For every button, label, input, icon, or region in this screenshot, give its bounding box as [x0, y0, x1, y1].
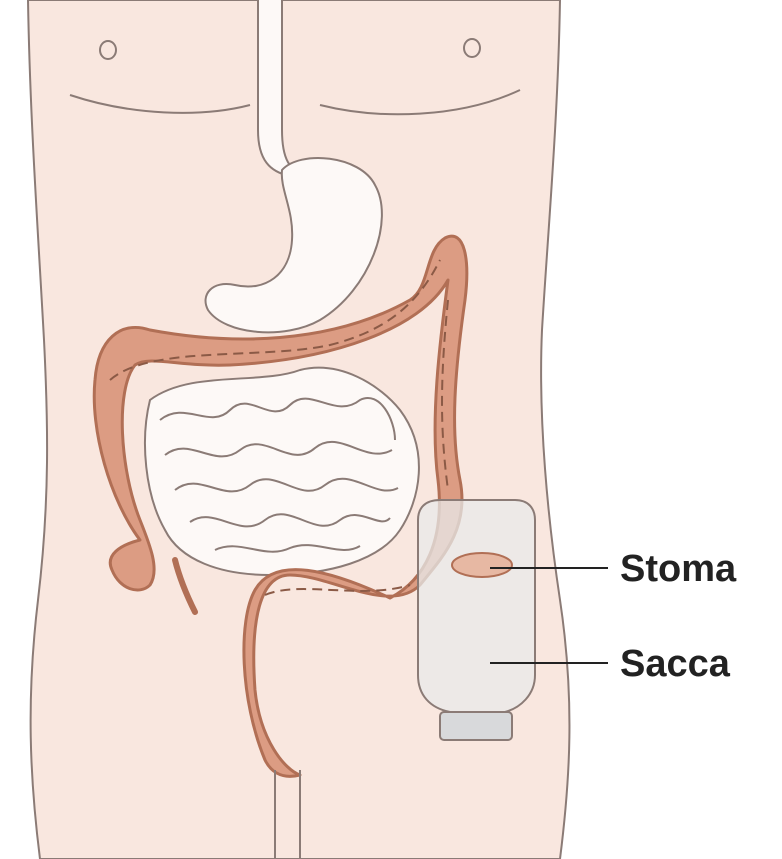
- small-intestine: [145, 368, 419, 575]
- pouch-outlet: [440, 712, 512, 740]
- pouch-bag: [418, 500, 535, 712]
- stoma-opening: [452, 553, 512, 577]
- stoma-label: Stoma: [620, 550, 736, 588]
- stoma-pouch: [418, 500, 535, 740]
- sacca-label: Sacca: [620, 645, 730, 683]
